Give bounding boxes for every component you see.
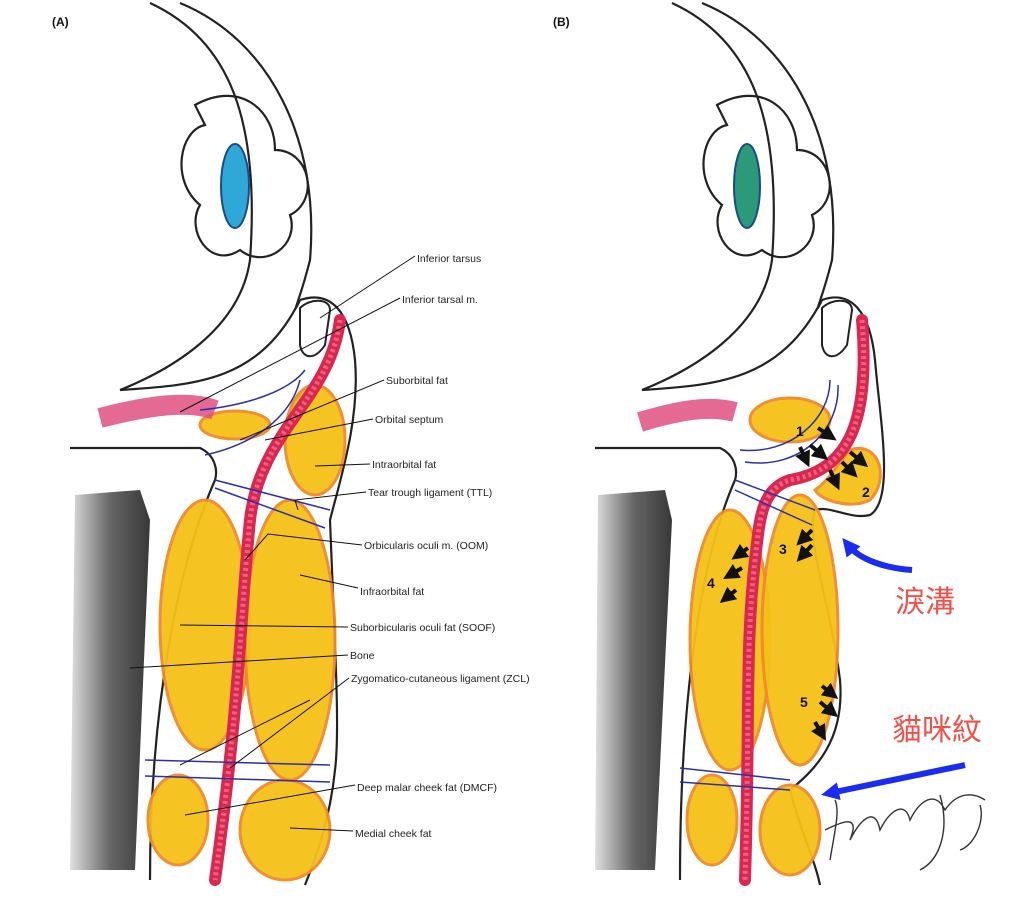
panel-a-label: (A) (52, 15, 69, 29)
eye-outline (119, 1, 313, 392)
eyelid-fold (180, 94, 309, 259)
septum-ligaments (144, 369, 331, 783)
bone-region (70, 490, 150, 870)
oom-texture (212, 319, 343, 881)
label-ttl: Tear trough ligament (TTL) (368, 487, 492, 499)
medial-cheek-fat (238, 778, 332, 882)
fat-compartment-1 (748, 396, 832, 444)
compartment-number-3: 3 (779, 541, 787, 557)
label-intraorbital-fat: Intraorbital fat (372, 459, 436, 471)
label-infraorbital-fat: Infraorbital fat (360, 586, 424, 598)
lens-icon (220, 143, 250, 229)
panel-a: (A) (52, 1, 530, 886)
inferior-tarsal-muscle-b (637, 398, 738, 432)
label-zcl: Zygomatico-cutaneous ligament (ZCL) (351, 673, 530, 685)
inferior-tarsal-muscle (97, 394, 219, 428)
bone-region-b (595, 490, 672, 870)
label-inferior-tarsal-m: Inferior tarsal m. (402, 294, 478, 306)
black-arrows (719, 424, 869, 741)
panel-b-label: (B) (553, 15, 570, 29)
medial-cheek-fat-b (758, 783, 822, 877)
panel-b: (B) 1 2 3 4 5 淚溝 (553, 1, 986, 886)
infraorbital-fat (243, 498, 337, 782)
label-suborbital-fat: Suborbital fat (386, 375, 448, 387)
inferior-tarsus (299, 299, 332, 358)
label-bone: Bone (350, 650, 375, 662)
compartment-number-5: 5 (800, 694, 808, 710)
leader-lines (129, 255, 416, 832)
tear-trough-arrow-icon (842, 537, 913, 573)
compartment-number-2: 2 (862, 484, 870, 500)
oom-texture-b (742, 319, 867, 881)
label-dmcf: Deep malar cheek fat (DMCF) (357, 782, 497, 794)
fat-compartment-3-5 (760, 493, 840, 767)
dmcf-fat-b (685, 773, 739, 867)
lens-icon-b (733, 143, 761, 229)
compartment-number-1: 1 (796, 423, 804, 439)
dmcf-fat (146, 773, 210, 867)
label-oom: Orbicularis oculi m. (OOM) (364, 540, 488, 552)
compartment-number-4: 4 (707, 575, 715, 591)
intraorbital-fat (283, 383, 347, 497)
tear-trough-label: 淚溝 (895, 585, 955, 620)
fat-compartment-2 (813, 446, 882, 506)
label-medial-cheek-fat: Medial cheek fat (355, 828, 432, 840)
cat-line-arrow-icon (821, 762, 966, 800)
septum-ligaments-b (679, 379, 839, 791)
label-orbital-septum: Orbital septum (375, 414, 444, 426)
inferior-tarsus-b (821, 299, 854, 358)
cat-line-label: 貓咪紋 (892, 713, 982, 748)
label-soof: Suborbicularis oculi fat (SOOF) (350, 622, 495, 634)
signature (824, 794, 986, 871)
label-inferior-tarsus: Inferior tarsus (417, 253, 481, 265)
eyelid-fold-b (702, 94, 831, 259)
